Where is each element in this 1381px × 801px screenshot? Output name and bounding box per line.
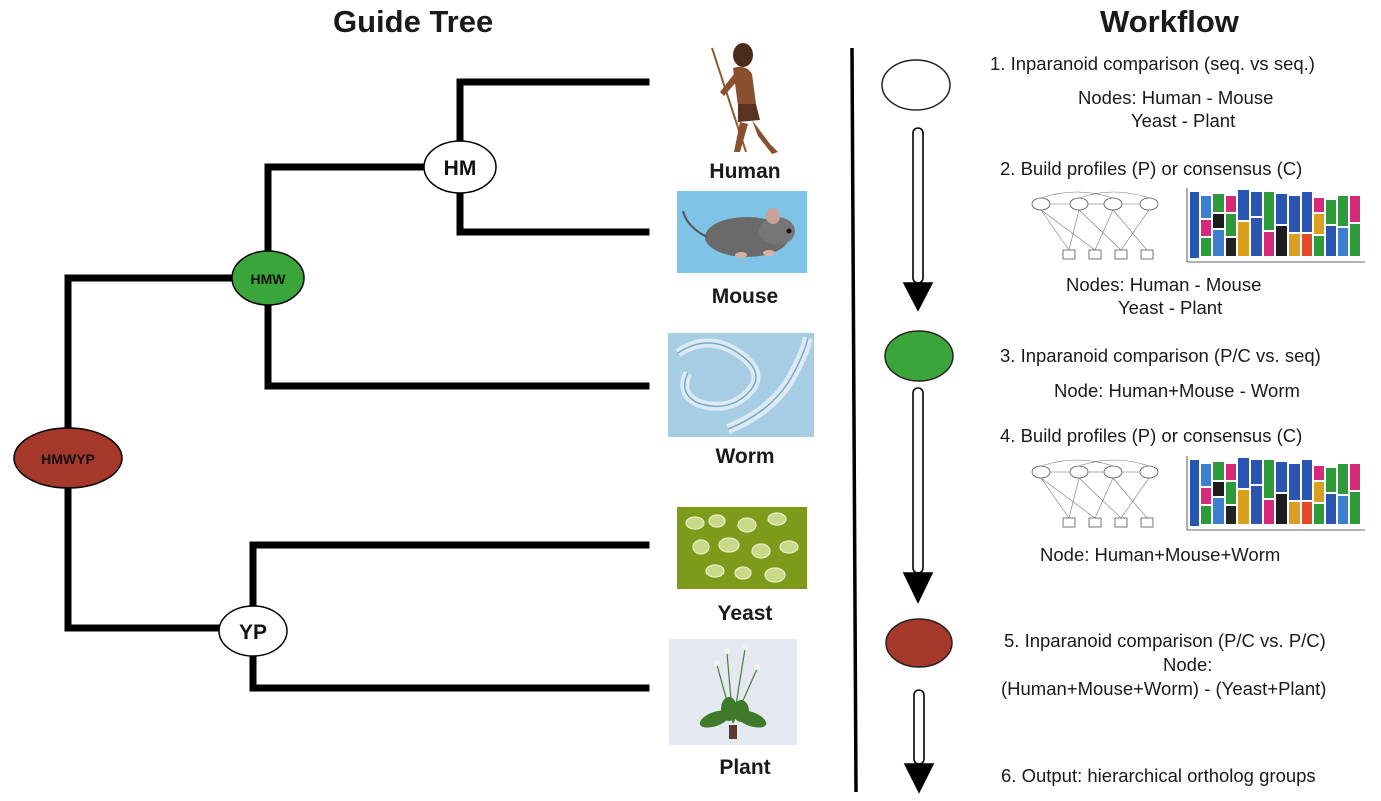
- step-1-nodes-line2: Yeast - Plant: [1131, 110, 1236, 131]
- node-hm-label: HM: [444, 157, 477, 180]
- step-2-title: 2. Build profiles (P) or consensus (C): [1000, 158, 1303, 179]
- divider-line: [850, 47, 858, 793]
- step-5-title: 5. Inparanoid comparison (P/C vs. P/C): [1004, 630, 1326, 651]
- species-label-human: Human: [709, 160, 781, 183]
- node-hmw: HMW: [231, 250, 305, 306]
- red-stage-marker: [885, 618, 953, 668]
- node-hmwyp-label: HMWYP: [41, 451, 95, 467]
- arrow-1: [902, 127, 934, 312]
- node-yp: YP: [218, 605, 288, 657]
- step-1-title: 1. Inparanoid comparison (seq. vs seq.): [990, 53, 1315, 74]
- mouse-photo-image: [677, 191, 807, 273]
- species-label-yeast: Yeast: [717, 602, 773, 625]
- step-1-nodes-line1: Nodes: Human - Mouse: [1078, 87, 1274, 108]
- node-hm: HM: [423, 140, 497, 194]
- green-stage-marker: [884, 330, 954, 382]
- node-yp-label: YP: [239, 621, 267, 644]
- step-4-node-line: Node: Human+Mouse+Worm: [1040, 544, 1281, 565]
- worm-micrograph-image: [668, 333, 814, 437]
- step-3-title: 3. Inparanoid comparison (P/C vs. seq): [1000, 345, 1321, 366]
- human-figure-image: [711, 43, 778, 154]
- step-5-node-line: (Human+Mouse+Worm) - (Yeast+Plant): [1001, 678, 1327, 699]
- sequence-logo-image-2: [1186, 456, 1365, 531]
- node-hmw-label: HMW: [251, 271, 287, 287]
- species-label-plant: Plant: [719, 756, 771, 779]
- step-3-node-line: Node: Human+Mouse - Worm: [1054, 380, 1300, 401]
- arrow-2: [902, 387, 934, 604]
- step-4-title: 4. Build profiles (P) or consensus (C): [1000, 425, 1303, 446]
- yeast-micrograph-image: [677, 507, 807, 589]
- arrow-3: [903, 689, 935, 794]
- profile-graph-image-2: [1031, 459, 1159, 528]
- guide-tree-title: Guide Tree: [333, 4, 494, 39]
- white-stage-marker: [881, 59, 951, 111]
- workflow-title: Workflow: [1100, 4, 1239, 39]
- step-2-nodes-line2: Yeast - Plant: [1118, 297, 1223, 318]
- step-5-node-label: Node:: [1163, 654, 1213, 675]
- species-label-mouse: Mouse: [711, 285, 779, 308]
- arabidopsis-plant-image: [669, 639, 797, 745]
- profile-graph-image: [1031, 191, 1159, 260]
- node-hmwyp: HMWYP: [13, 427, 123, 489]
- sequence-logo-image: [1186, 188, 1365, 263]
- step-2-nodes-line1: Nodes: Human - Mouse: [1066, 274, 1262, 295]
- step-6-title: 6. Output: hierarchical ortholog groups: [1001, 765, 1316, 786]
- species-label-worm: Worm: [715, 445, 775, 468]
